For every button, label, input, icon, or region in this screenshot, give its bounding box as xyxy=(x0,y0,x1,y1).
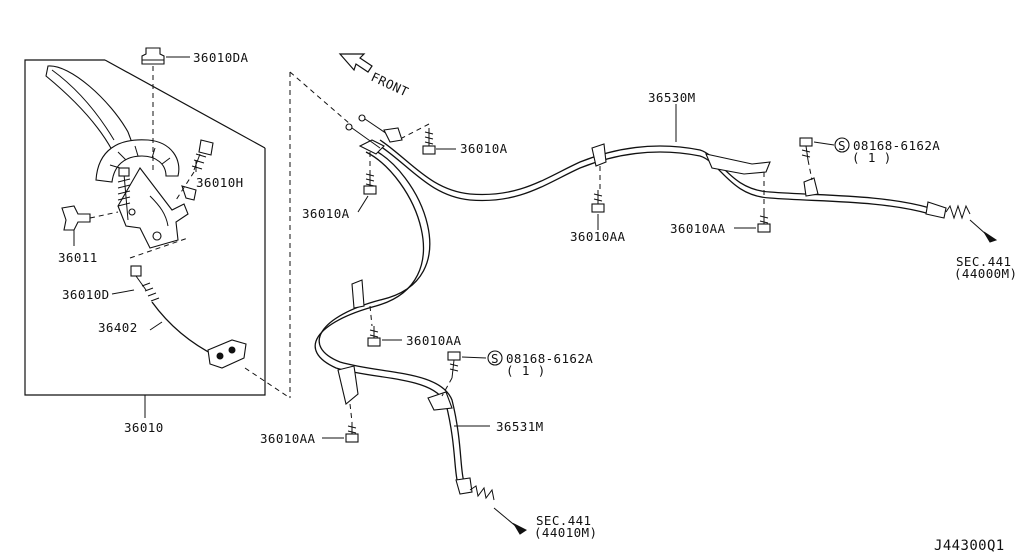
label-36010AA-center: 36010AA xyxy=(406,333,462,348)
label-sec-right-b: (44000M) xyxy=(954,266,1017,281)
label-36010A-left: 36010A xyxy=(302,206,350,221)
label-36011: 36011 xyxy=(58,250,98,265)
bolt-08168-center xyxy=(441,351,487,397)
label-36010: 36010 xyxy=(124,420,164,435)
lever-assembly-frame xyxy=(24,59,351,399)
cable-ends-front xyxy=(345,114,403,149)
bolt-symbol-center: S xyxy=(491,351,499,366)
rear-cable-right-36530M xyxy=(379,104,998,243)
label-sec-bottom-a: SEC.441 xyxy=(536,513,591,528)
clip-36011 xyxy=(61,205,119,246)
front-cable-36402 xyxy=(111,265,247,369)
label-sec-right-a: SEC.441 xyxy=(956,254,1011,269)
label-36010DA: 36010DA xyxy=(193,50,249,65)
label-bolt-center-qty: ( 1 ) xyxy=(506,363,546,378)
hand-brake-lever xyxy=(45,65,197,249)
bolt-symbol-right-icon: S xyxy=(834,137,850,153)
label-36531M: 36531M xyxy=(496,419,544,434)
bolt-36010A-top xyxy=(401,123,456,155)
front-arrow-icon xyxy=(338,53,373,73)
bolt-36010DA xyxy=(141,47,190,172)
bolt-symbol-right: S xyxy=(838,138,846,153)
label-front: FRONT xyxy=(369,69,411,99)
label-bolt-right-qty: ( 1 ) xyxy=(852,150,892,165)
label-bolt-center-code: 08168-6162A xyxy=(506,351,593,366)
diagram-code: J44300Q1 xyxy=(934,538,1005,554)
bolt-36010AA-left xyxy=(322,403,359,443)
label-36010AA-left: 36010AA xyxy=(260,431,316,446)
bolt-36010AA-center xyxy=(367,305,402,347)
label-36010AA-mid: 36010AA xyxy=(570,229,626,244)
label-36010AA-right: 36010AA xyxy=(670,221,726,236)
label-36010A-top: 36010A xyxy=(460,141,508,156)
bolt-36010A-left xyxy=(357,152,377,213)
bolt-08168-right xyxy=(799,137,835,181)
label-sec-bottom-b: (44010M) xyxy=(534,525,597,540)
bolt-36010AA-right xyxy=(734,172,771,233)
rear-cable-left-36531M xyxy=(314,139,527,535)
label-36402: 36402 xyxy=(98,320,138,335)
label-bolt-right-code: 08168-6162A xyxy=(853,138,940,153)
bolt-36010H xyxy=(175,139,214,201)
bolt-36010AA-mid xyxy=(591,166,605,230)
label-36530M: 36530M xyxy=(648,90,696,105)
label-36010H: 36010H xyxy=(196,175,244,190)
bolt-symbol-center-icon: S xyxy=(487,350,503,366)
label-36010D: 36010D xyxy=(62,287,110,302)
